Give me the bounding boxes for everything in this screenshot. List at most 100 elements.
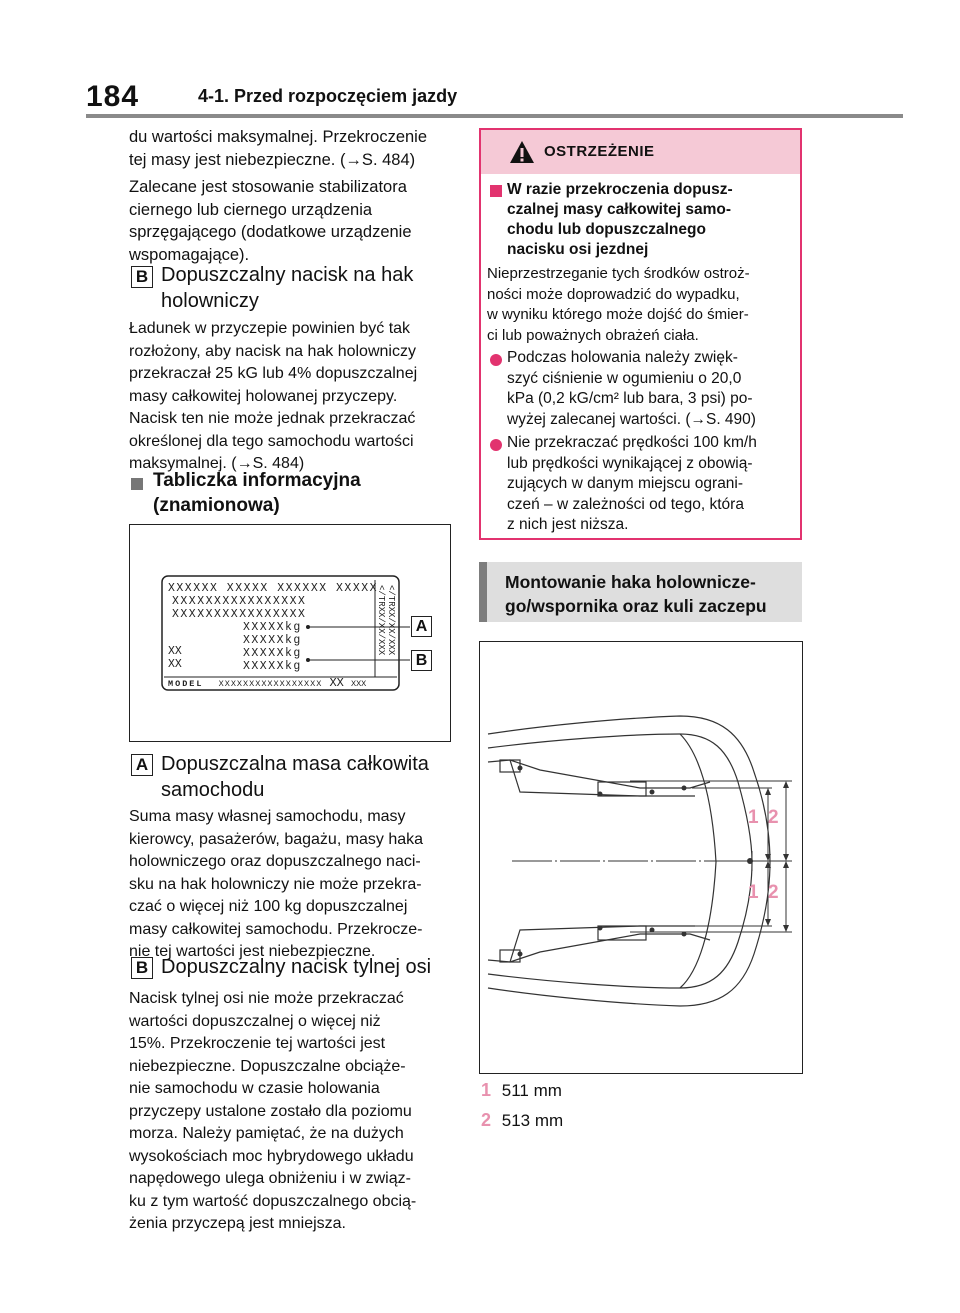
text-line: czać o więcej niż 100 kg dopuszczalnej <box>129 898 408 915</box>
legend-number: 1 <box>481 1080 492 1100</box>
text-line: niebezpieczne. Dopuszczalne obciąże- <box>129 1057 406 1075</box>
legend-item-2: 2 513 mm <box>481 1110 563 1131</box>
text-line: masy całkowitej samochodu. Przekrocze- <box>129 920 423 938</box>
text-line: masy całkowitej holowanej przyczepy. <box>129 387 398 405</box>
header-rule <box>86 114 903 118</box>
paragraph-5: Nacisk tylnej osi nie może przekraczać w… <box>129 988 459 1236</box>
paragraph-3: Ładunek w przyczepie powinien być tak ro… <box>129 318 459 476</box>
bullet-dot-icon <box>490 439 502 451</box>
text-line: Nacisk ten nie może jednak przekraczać <box>129 410 416 427</box>
badge-a: A <box>131 754 153 776</box>
plate-model-label: MODEL <box>168 679 204 689</box>
text-line: wyżej zalecanej wartości. (→S. 490) <box>507 410 756 428</box>
text-line: lub prędkości wynikającej z obowią- <box>507 454 753 472</box>
warning-bullet-2: Nie przekraczać prędkości 100 km/h lub p… <box>507 433 801 536</box>
text-line: ci lub poważnych obrażeń ciała. <box>487 326 699 344</box>
legend-text: 513 mm <box>501 1111 564 1130</box>
hitch-mount-diagram: 1 2 1 2 <box>479 641 803 1074</box>
text-line: morza. Należy pamiętać, że na dużych <box>129 1125 404 1142</box>
text-line: chodu lub dopuszczalnego <box>507 221 706 238</box>
plate-xx: XX <box>168 658 182 671</box>
text-line: kierowcy, pasażerów, bagażu, masy haka <box>129 830 424 848</box>
warning-bullet-1: Podczas holowania należy zwięk- szyć ciś… <box>507 348 801 430</box>
text-line: Nie przekraczać prędkości 100 km/h <box>507 434 757 451</box>
plate-xx: XX <box>168 645 182 658</box>
warning-box: OSTRZEŻENIE W razie przekroczenia dopusz… <box>479 128 802 540</box>
heading-bar <box>479 562 487 622</box>
text-line: 15%. Przekroczenie tej wartości jest <box>129 1035 386 1052</box>
text-line: samochodu <box>161 779 265 801</box>
legend-item-1: 1 511 mm <box>481 1080 562 1101</box>
chapter-title: 4-1. Przed rozpoczęciem jazdy <box>198 86 458 106</box>
section-title-total-mass: Dopuszczalna masa całkowita samochodu <box>161 751 461 803</box>
text-line: nacisku osi jezdnej <box>507 241 649 258</box>
vehicle-underbody-drawing <box>487 715 792 1007</box>
text-line: Nieprzestrzeganie tych środków ostroż- <box>487 265 750 282</box>
text-line: maksymalnej. (→S. 484) <box>129 455 305 472</box>
text-line: Dopuszczalny nacisk na hak <box>161 264 414 286</box>
text-line: nie tej wartości jest niebezpieczne. <box>129 943 376 960</box>
legend-text: 511 mm <box>501 1081 562 1100</box>
bullet-dot-icon <box>490 354 502 366</box>
text-line: określonej dla tego samochodu wartości <box>129 432 414 450</box>
plate-text-block: XXXXXX XXXXX XXXXXX XXXXX XXXXXXXXXXXXXX… <box>168 582 378 673</box>
plate-row: XXXXXkg <box>243 647 302 660</box>
text-line: przyczepy ustalone zostało dla poziomu <box>129 1102 412 1120</box>
text-line: sprzęgającego (dodatkowe urządzenie <box>129 223 412 241</box>
text-line: szyć ciśnienie w ogumieniu o 20,0 <box>507 369 742 387</box>
text-line: Dopuszczalna masa całkowita <box>161 753 429 775</box>
text-line: zujących w danym miejscu ograni- <box>507 475 744 492</box>
text-line: sku na hak holowniczy nie może przekra- <box>129 875 422 893</box>
paragraph-4: Suma masy własnej samochodu, masy kierow… <box>129 806 459 964</box>
warning-triangle-icon <box>510 141 534 163</box>
text-line: holowniczego oraz dopuszczalnego naci- <box>129 853 421 870</box>
text-line: tej masy jest niebezpieczne. (→S. 484) <box>129 150 416 169</box>
text-line: Ładunek w przyczepie powinien być tak <box>129 320 411 337</box>
text-line: nie samochodu w czasie holowania <box>129 1080 380 1097</box>
plate-row: XXXXXkg <box>243 634 302 647</box>
text-line: napędowego ulega obniżeniu i w związ- <box>129 1170 411 1187</box>
text-line: (znamionowa) <box>153 495 280 516</box>
text-line: wspomagające). <box>129 245 250 264</box>
badge-b: B <box>131 957 153 979</box>
plate-side-text: </TRXX/XX/XXX <box>386 585 396 656</box>
section-heading-box: Montowanie haka holownicze- go/wspornika… <box>479 562 802 622</box>
text-line: czalnej masy całkowitej samo- <box>507 201 731 218</box>
section-title-plate: Tabliczka informacyjna (znamionowa) <box>153 468 453 518</box>
plate-model-xx: XX <box>329 676 344 690</box>
diagram-label-1-lower: 1 <box>748 882 759 903</box>
text-line: czeń – w zależności od tego, która <box>507 495 744 513</box>
text-line: Nacisk tylnej osi nie może przekraczać <box>129 990 404 1007</box>
plate-model-end: XXX <box>350 679 367 689</box>
plate-side-xx: XX XX <box>168 645 182 671</box>
paragraph-2: Zalecane jest stosowanie stabilizatora c… <box>129 176 459 266</box>
section-heading: Montowanie haka holownicze- go/wspornika… <box>505 570 767 618</box>
badge-b: B <box>131 266 153 288</box>
text-line: Tabliczka informacyjna <box>153 470 361 491</box>
text-line: Suma masy własnej samochodu, masy <box>129 808 406 825</box>
text-line: ciernego lub ciernego urządzenia <box>129 200 373 219</box>
section-title-rear-axle: Dopuszczalny nacisk tylnej osi <box>161 956 432 978</box>
plate-model-x: XXXXXXXXXXXXXXXXX <box>218 679 323 689</box>
plate-row: XXXXXX XXXXX XXXXXX XXXXX <box>168 582 379 595</box>
info-plate-drawing: </TRXX/XX/XXX </TRXX/XX/XXX <box>161 575 410 691</box>
text-line: żenia przyczepą jest mniejsza. <box>129 1215 346 1232</box>
text-line: z nich jest niższa. <box>507 516 629 533</box>
text-line: przekraczał 25 kG lub 4% dopuszczalnej <box>129 365 418 382</box>
square-bullet-icon <box>490 185 502 197</box>
diagram-label-1-upper: 1 <box>748 807 759 828</box>
text-line: wysokościach moc hybrydowego układu <box>129 1147 414 1165</box>
warning-intro: Nieprzestrzeganie tych środków ostroż- n… <box>487 264 801 346</box>
plate-row: XXXXXXXXXXXXXXXX <box>172 595 307 608</box>
paragraph-1: du wartości maksymalnej. Przekroczenie t… <box>129 126 459 171</box>
text-line: W razie przekroczenia dopusz- <box>507 181 733 198</box>
text-line: kPa (0,2 kG/cm² lub bara, 3 psi) po- <box>507 390 753 407</box>
text-line: du wartości maksymalnej. Przekroczenie <box>129 128 428 146</box>
legend-number: 2 <box>481 1110 492 1130</box>
page-number: 184 <box>86 80 140 113</box>
text-line: Montowanie haka holownicze- <box>505 572 756 592</box>
diagram-label-2-lower: 2 <box>768 882 779 903</box>
text-line: wartości dopuszczalnej o więcej niż <box>129 1012 381 1030</box>
text-line: Podczas holowania należy zwięk- <box>507 349 738 366</box>
text-line: Zalecane jest stosowanie stabilizatora <box>129 178 407 196</box>
